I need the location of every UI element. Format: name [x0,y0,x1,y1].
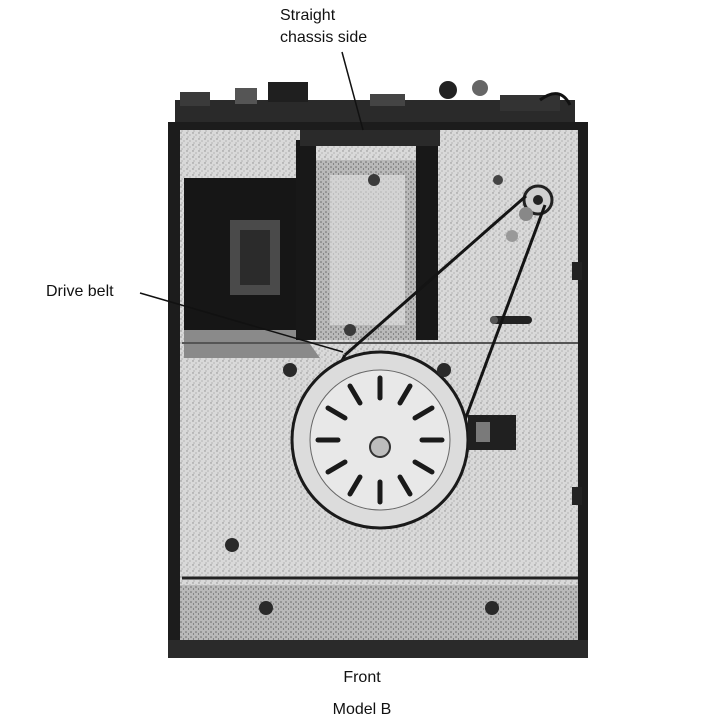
straight-chassis-label-line1: Straight [280,7,336,24]
straight-chassis-side-label: Straight chassis side [280,5,367,49]
spindle-pulley [290,350,470,530]
front-bezel [168,585,588,658]
drive-belt-leader [139,292,344,353]
straight-chassis-leader [341,51,364,131]
front-caption: Front [343,669,381,686]
stepper-block [296,130,440,340]
callout-leaders [139,51,364,353]
circuit-board-edge [175,80,575,124]
motor-area [440,140,582,335]
drive-belt-label: Drive belt [46,283,114,300]
straight-chassis-label-line2: chassis side [280,29,368,46]
lower-panel [182,363,582,580]
model-caption: Model B [332,701,392,718]
